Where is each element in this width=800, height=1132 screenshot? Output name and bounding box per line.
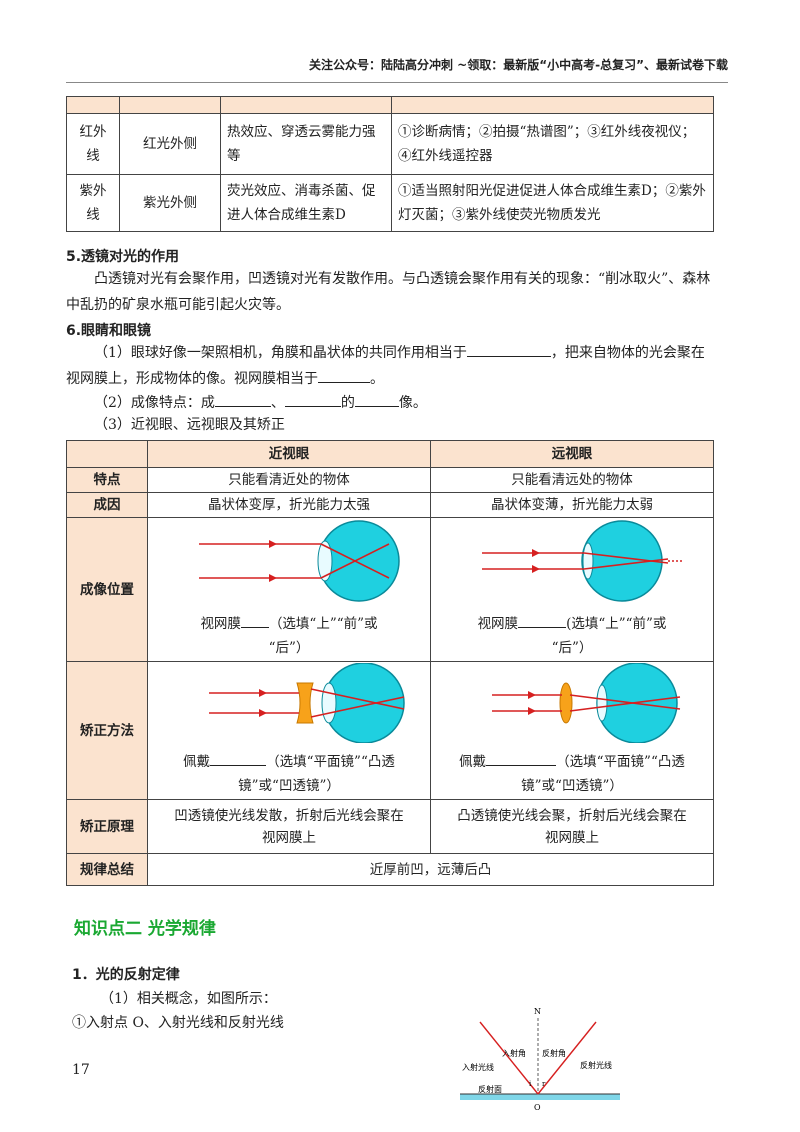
section-title: 6.眼睛和眼镜: [66, 323, 152, 339]
reflected-ray: [537, 1021, 597, 1095]
answer-blank[interactable]: [354, 392, 399, 407]
text-fragment: 的: [340, 395, 355, 411]
section-title: 1．光的反射定律: [72, 967, 180, 983]
row-principle: 矫正原理: [66, 799, 148, 854]
hyperopia-correction-cell: 佩戴（选填“平面镜”“凸透镜”或“凹透镜”）: [430, 661, 714, 800]
paragraph: （3）近视眼、远视眼及其矫正: [94, 417, 285, 433]
ray-application: ①适当照射阳光促进促进人体合成维生素D；②紫外灯灭菌；③紫外线使荧光物质发光: [391, 174, 714, 232]
hyperopia-image-cell: 视网膜(选填“上”“前”或“后”）: [430, 517, 714, 662]
section-title: 5.透镜对光的作用: [66, 249, 180, 265]
answer-blank[interactable]: [518, 613, 567, 628]
row-feature: 特点: [66, 467, 148, 493]
hyperopia-eye-diagram: [482, 520, 682, 602]
hyperopia-correction-diagram: [492, 662, 681, 744]
page-header: 关注公众号：陆陆高分冲刺 ~领取：最新版“小中高考-总复习”、最新试卷下载: [309, 58, 728, 72]
eye-table: 近视眼 远视眼 特点 只能看清近处的物体 只能看清远处的物体 成因 晶状体变厚，…: [66, 440, 714, 886]
text-fragment: （1）眼球好像一架照相机，角膜和晶状体的共同作用相当于: [94, 345, 467, 361]
text-fragment: （2）成像特点：成: [94, 395, 215, 411]
myopia-image-caption: 视网膜（选填“上”“前”或“后”）: [149, 612, 429, 660]
paragraph: （2）成像特点：成 、 的 像。: [94, 392, 427, 414]
concave-lens-icon: [296, 682, 314, 724]
ray-name: 紫外线: [66, 174, 120, 232]
answer-blank[interactable]: [284, 392, 341, 407]
hyperopia-correction-caption: 佩戴（选填“平面镜”“凸透镜”或“凹透镜”）: [432, 750, 712, 798]
rays-table: 红外线 红光外侧 热效应、穿透云雾能力强等 ①诊断病情；②拍摄“热谱图”；③红外…: [66, 96, 714, 232]
knowledge-title: 知识点二 光学规律: [74, 919, 216, 939]
text-fragment: 像。: [398, 395, 427, 411]
paragraph: （1）相关概念，如图所示：: [100, 991, 277, 1007]
hyperopia-image-caption: 视网膜(选填“上”“前”或“后”）: [432, 612, 712, 660]
myopia-correction-caption: 佩戴（选填“平面镜”“凸透镜”或“凹透镜”）: [149, 750, 429, 798]
myopia-image-cell: 视网膜（选填“上”“前”或“后”）: [147, 517, 431, 662]
ray-name: 红外线: [66, 113, 120, 175]
myopia-correction-cell: 佩戴（选填“平面镜”“凸透镜”或“凹透镜”）: [147, 661, 431, 800]
ray-property: 热效应、穿透云雾能力强等: [220, 113, 392, 175]
r-label: r: [542, 1080, 546, 1088]
answer-blank[interactable]: [210, 751, 267, 766]
hyperopia-principle: 凸透镜使光线会聚，折射后光线会聚在视网膜上: [430, 799, 714, 854]
paragraph: 凸透镜对光有会聚作用，凹透镜对光有发散作用。与凸透镜会聚作用有关的现象：“削冰取…: [66, 271, 711, 313]
table-row: 红外线 红光外侧 热效应、穿透云雾能力强等 ①诊断病情；②拍摄“热谱图”；③红外…: [66, 113, 714, 175]
col-hyperopia: 远视眼: [430, 440, 714, 468]
incident-ray-label: 入射光线: [462, 1062, 494, 1072]
hyperopia-feature: 只能看清远处的物体: [430, 467, 714, 493]
page-number: 17: [72, 1062, 90, 1078]
answer-blank[interactable]: [466, 342, 551, 357]
reflected-ray-label: 反射光线: [580, 1060, 612, 1070]
incident-ray: [479, 1021, 539, 1095]
point-label: O: [534, 1103, 541, 1112]
ray-property: 荧光效应、消毒杀菌、促进人体合成维生素D: [220, 174, 392, 232]
mirror-surface: [460, 1094, 620, 1100]
answer-blank[interactable]: [318, 368, 370, 383]
normal-label: N: [534, 1007, 541, 1016]
surface-label: 反射面: [478, 1084, 502, 1094]
myopia-correction-diagram: [209, 662, 405, 744]
incident-angle-label: 入射角: [502, 1048, 526, 1058]
i-label: i: [529, 1080, 532, 1088]
reflection-diagram: N 入射角 反射角 入射光线 反射光线 反射面 O i r: [460, 1007, 620, 1112]
lens-icon: [321, 682, 337, 724]
lens-icon: [596, 684, 608, 722]
myopia-feature: 只能看清近处的物体: [147, 467, 431, 493]
row-cause: 成因: [66, 492, 148, 518]
answer-blank[interactable]: [240, 613, 269, 628]
header-divider: [66, 82, 728, 83]
table-header-row: [66, 96, 714, 114]
paragraph: （1）眼球好像一架照相机，角膜和晶状体的共同作用相当于，把来自物体的光会聚在视网…: [66, 340, 716, 392]
row-correction: 矫正方法: [66, 661, 148, 800]
row-image-position: 成像位置: [66, 517, 148, 662]
col-myopia: 近视眼: [147, 440, 431, 468]
ray-application: ①诊断病情；②拍摄“热谱图”；③红外线夜视仪；④红外线遥控器: [391, 113, 714, 175]
text-fragment: ，把来自物体的光会聚在视网膜上，形成物体的像。视网膜相当于: [66, 345, 705, 387]
lens-icon: [317, 540, 333, 582]
myopia-principle: 凹透镜使光线发散，折射后光线会聚在视网膜上: [147, 799, 431, 854]
ray-position: 紫光外侧: [119, 174, 221, 232]
paragraph: ①入射点 O、入射光线和反射光线: [72, 1015, 284, 1031]
reflect-angle-label: 反射角: [542, 1048, 566, 1058]
lens-icon: [582, 542, 594, 580]
answer-blank[interactable]: [486, 751, 557, 766]
myopia-eye-diagram: [199, 520, 400, 602]
text-fragment: 。: [370, 371, 384, 387]
hyperopia-cause: 晶状体变薄，折光能力太弱: [430, 492, 714, 518]
ray-position: 红光外侧: [119, 113, 221, 175]
convex-lens-icon: [559, 682, 573, 724]
table-row: 紫外线 紫光外侧 荧光效应、消毒杀菌、促进人体合成维生素D ①适当照射阳光促进促…: [66, 174, 714, 232]
myopia-cause: 晶状体变厚，折光能力太强: [147, 492, 431, 518]
answer-blank[interactable]: [214, 392, 271, 407]
row-summary: 规律总结: [66, 853, 148, 886]
text-fragment: 、: [270, 395, 285, 411]
summary: 近厚前凹，远薄后凸: [147, 853, 714, 886]
eyeball-icon: [581, 520, 663, 602]
